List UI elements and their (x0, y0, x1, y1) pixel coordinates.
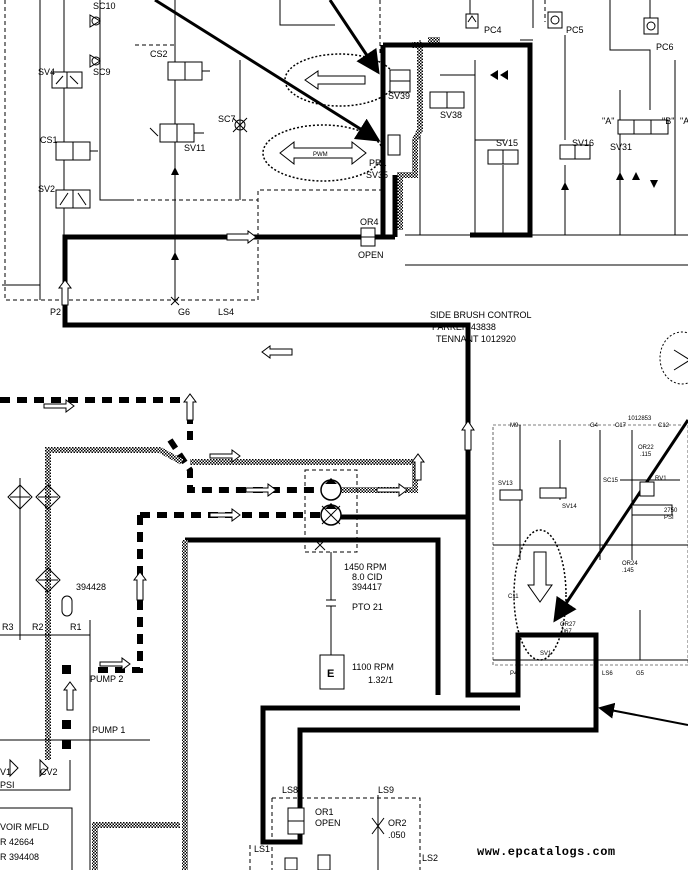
inset-or27-label: OR27 (560, 622, 576, 628)
pump-part-label: 394417 (352, 582, 382, 592)
part-42664-label: R 42664 (0, 837, 34, 847)
component-labels: SC10 SC9 SV4 CS2 CS1 SV2 SV11 SC7 SV39 S… (38, 1, 688, 317)
sv31-label: SV31 (610, 142, 632, 152)
reservoir-manifold: 394428 R3 R2 R1 PUMP 2 PUMP 1 V1 CV2 PSI… (0, 478, 150, 870)
pr1-label: PR1 (369, 158, 387, 168)
inset-c12-label: C12 (658, 423, 670, 429)
sv39-label: SV39 (388, 91, 410, 101)
inset-or22-label: OR22 (638, 445, 654, 451)
pointer-arrows (154, 0, 688, 726)
port-a2-label: "A" (680, 116, 688, 126)
reservoir-label: VOIR MFLD (0, 822, 50, 832)
inset-2750-label: 2750 (664, 508, 678, 514)
pressure-circuit-thick (58, 42, 599, 845)
inset-sc15-label: SC15 (603, 478, 619, 484)
top-right-valve-block (387, 0, 688, 266)
sv38-label: SV38 (440, 110, 462, 120)
top-left-valve-block (2, 0, 383, 306)
inset-or22-value: .115 (640, 452, 652, 458)
pump-rpm-label: 1450 RPM (344, 562, 387, 572)
inset-g5-label: G5 (636, 671, 645, 677)
sc9-label: SC9 (93, 67, 111, 77)
pwm-label: PWM (313, 152, 328, 158)
inset-m9-label: M9 (510, 423, 519, 429)
inset-psi-label: PSI (664, 515, 674, 521)
sv2-label: SV2 (38, 184, 55, 194)
pump2-label: PUMP 2 (90, 674, 123, 684)
v1-label: V1 (0, 767, 11, 777)
pc4-label: PC4 (484, 25, 502, 35)
title-line-3: TENNANT 1012920 (436, 334, 516, 344)
or2-value-label: .050 (388, 830, 406, 840)
inset-g4-label: G4 (590, 423, 599, 429)
inset-ls6-label: LS6 (602, 671, 613, 677)
watermark[interactable]: www.epcatalogs.com (477, 845, 616, 859)
cs1-label: CS1 (40, 135, 58, 145)
r2-label: R2 (32, 622, 44, 632)
port-b-label: "B" (662, 116, 674, 126)
inset-or24-value: .145 (622, 568, 634, 574)
sv16-label: SV16 (572, 138, 594, 148)
psi-label: PSI (0, 780, 15, 790)
pc5-label: PC5 (566, 25, 584, 35)
inset-sv13-label: SV13 (498, 481, 513, 487)
or2-label: OR2 (388, 818, 407, 828)
pc6-label: PC6 (656, 42, 674, 52)
inset-rv1-label: RV1 (655, 476, 667, 482)
or1-open-label: OPEN (315, 818, 341, 828)
engine-ratio-label: 1.32/1 (368, 675, 393, 685)
pump1-label: PUMP 1 (92, 725, 125, 735)
pump-assembly: E 1450 RPM 8.0 CID 394417 PTO 21 1100 RP… (304, 469, 394, 690)
pump-cid-label: 8.0 CID (352, 572, 383, 582)
or4-open-label: OPEN (358, 250, 384, 260)
inset-part-label: 1012853 (628, 416, 652, 422)
inset-p4-label: P4 (510, 671, 518, 677)
flow-direction-callouts: PWM (262, 53, 567, 661)
r3-label: R3 (2, 622, 14, 632)
sv11-label: SV11 (184, 143, 205, 153)
inset-sv1-label: SV1 (540, 651, 552, 657)
ls1-label: LS1 (254, 844, 270, 854)
sc7-label: SC7 (218, 114, 236, 124)
orifice-block-bottom: LS8 OR1 OPEN LS9 OR2 .050 LS1 LS2 (249, 785, 438, 870)
or1-label: OR1 (315, 807, 334, 817)
or4-label: OR4 (360, 217, 379, 227)
inset-c11-label: C11 (508, 594, 519, 600)
cs2-label: CS2 (150, 49, 168, 59)
sc10-label: SC10 (93, 1, 116, 11)
inset-or27-value: .067 (560, 629, 572, 635)
inset-or24-label: OR24 (622, 561, 638, 567)
inset-c17-label: C17 (615, 423, 627, 429)
ls2-label: LS2 (422, 853, 438, 863)
cv2-label: CV2 (40, 767, 58, 777)
ls4-label: LS4 (218, 307, 234, 317)
inset-sv14-label: SV14 (562, 504, 577, 510)
ls8-label: LS8 (282, 785, 298, 795)
engine-label: E (327, 668, 334, 680)
inset-overview-schematic: SV13 SV14 SC15 LS6 G5 P4 C11 M9 G4 C12 C… (492, 331, 688, 677)
g6-label: G6 (178, 307, 190, 317)
sv15-label: SV15 (496, 138, 518, 148)
r1-label: R1 (70, 622, 82, 632)
title-line-2: PARKER 43838 (432, 322, 496, 332)
engine-rpm-label: 1100 RPM (352, 662, 394, 672)
part-394408-label: R 394408 (0, 852, 39, 862)
pump-suction-circuit (0, 393, 425, 870)
p2-label: P2 (50, 307, 61, 317)
section-title: SIDE BRUSH CONTROL PARKER 43838 TENNANT … (430, 310, 532, 344)
title-line-1: SIDE BRUSH CONTROL (430, 310, 532, 320)
sv4-label: SV4 (38, 67, 55, 77)
part-394428-label: 394428 (76, 582, 106, 592)
or4-orifice (360, 227, 376, 247)
pto-label: PTO 21 (352, 602, 383, 612)
port-a-label: "A" (602, 116, 614, 126)
ls9-label: LS9 (378, 785, 394, 795)
sv35-label: SV35 (366, 170, 388, 180)
